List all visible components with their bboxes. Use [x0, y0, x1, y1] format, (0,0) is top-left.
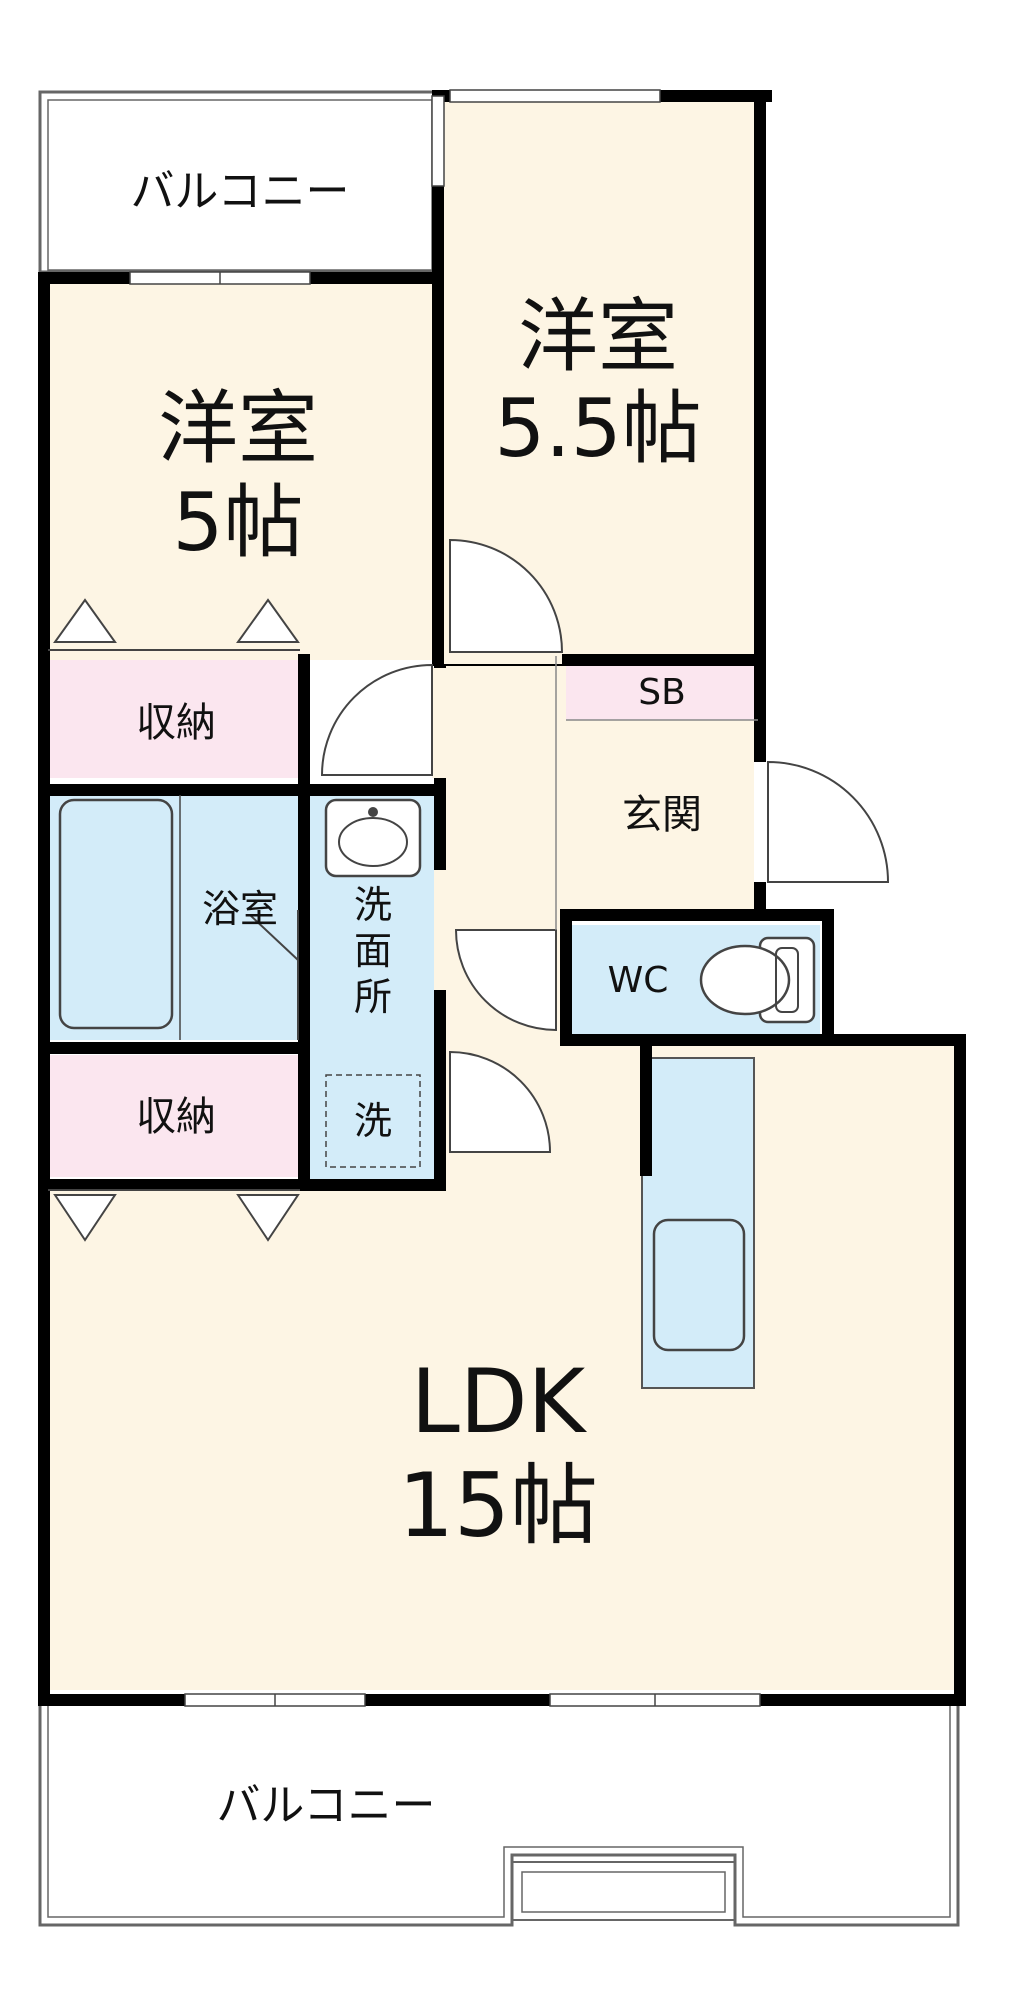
- washroom-label-2: 面: [354, 929, 392, 973]
- doors: [249, 538, 890, 1153]
- bath-label: 浴室: [202, 887, 278, 931]
- toilet-label: WC: [608, 960, 669, 1001]
- bedroom-left-size: 5帖: [173, 476, 304, 569]
- balcony-bottom: [38, 1698, 960, 1927]
- storage-lower-floor: [48, 1055, 298, 1177]
- sink-icon: [324, 798, 422, 878]
- storage-upper-floor: [48, 660, 298, 778]
- balcony-top: [38, 90, 442, 274]
- shoebox-floor: [566, 662, 758, 720]
- storage-lower-label: 収納: [136, 1094, 216, 1140]
- bedroom-left-name: 洋室: [158, 382, 318, 475]
- ldk-size: 15帖: [398, 1454, 598, 1557]
- washroom-label-3: 所: [354, 975, 392, 1019]
- walls: [38, 90, 966, 1706]
- bedroom-right-size: 5.5帖: [494, 382, 701, 475]
- entrance-floor: [566, 720, 758, 910]
- washer-icon: [325, 1074, 421, 1168]
- ldk-name: LDK: [411, 1350, 588, 1453]
- bedroom-left-floor: [48, 280, 438, 660]
- washroom-label-1: 洗: [354, 883, 392, 927]
- stove-icon: [652, 1218, 746, 1352]
- washer-label: 洗: [354, 1099, 392, 1143]
- bathtub-icon: [58, 795, 181, 1040]
- shoebox-label: SB: [638, 672, 686, 713]
- balcony-bottom-label: バルコニー: [216, 1780, 435, 1831]
- closet-doors: [48, 598, 300, 1242]
- windows: [129, 89, 761, 1707]
- entrance-label: 玄関: [622, 792, 702, 838]
- storage-upper-label: 収納: [136, 700, 216, 746]
- balcony-top-label: バルコニー: [130, 166, 349, 217]
- bedroom-right-name: 洋室: [518, 290, 678, 383]
- toilet-icon: [699, 936, 816, 1024]
